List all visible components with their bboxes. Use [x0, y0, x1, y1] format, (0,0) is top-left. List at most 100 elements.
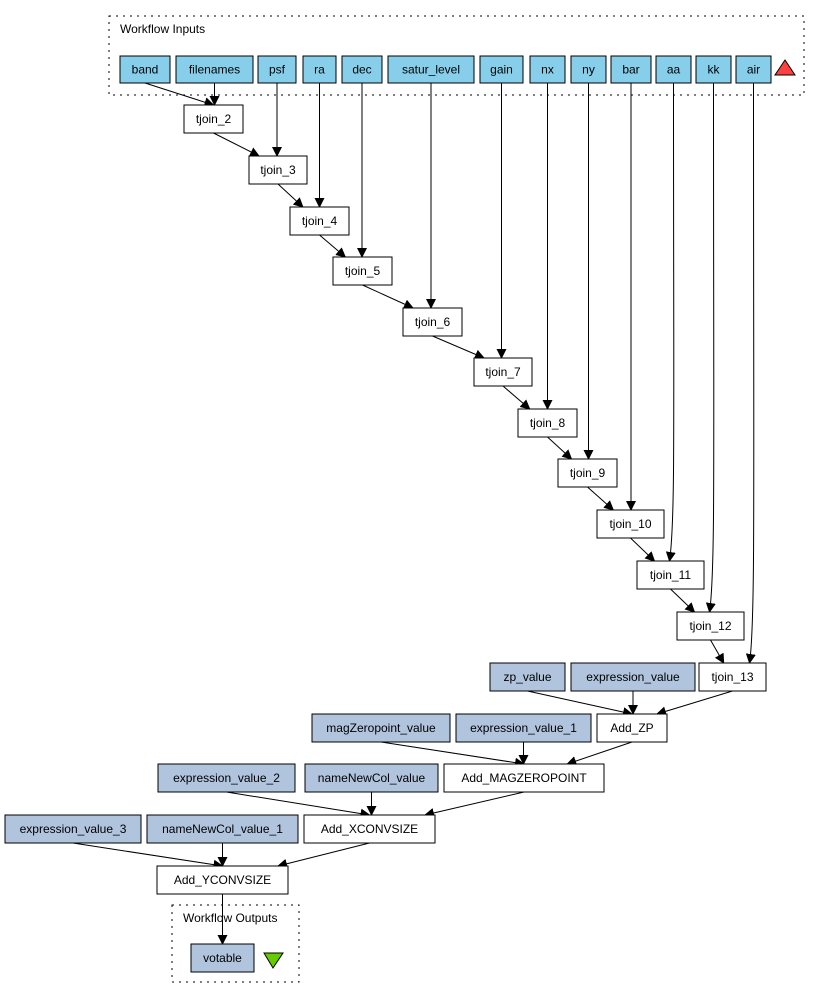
edge-tjoin_3-to-tjoin_4: [277, 183, 304, 208]
node-label: zp_value: [503, 670, 551, 684]
node-label: filenames: [189, 63, 240, 77]
inputs-cluster-label: Workflow Inputs: [120, 22, 205, 36]
node-tjoin-12[interactable]: tjoin_12: [676, 611, 745, 641]
edge-kk-to-tjoin_12: [705, 82, 716, 613]
node-box: [289, 206, 350, 236]
node-box: [489, 662, 566, 692]
node-label: satur_level: [402, 63, 460, 77]
node-box: [257, 55, 297, 84]
edge-Add_ZP-to-Add_MAGZEROPOINT: [566, 741, 633, 766]
node-box: [610, 55, 652, 84]
node-expression-value-2[interactable]: expression_value_2: [157, 763, 296, 793]
node-tjoin-5[interactable]: tjoin_5: [332, 256, 393, 286]
node-namenewcol-value-1[interactable]: nameNewCol_value_1: [146, 814, 299, 844]
edge-magZeropoint_value-to-Add_MAGZEROPOINT: [380, 741, 525, 768]
node-bar[interactable]: bar: [610, 55, 652, 84]
edge-expression_value_3-to-Add_YCONVSIZE: [72, 842, 224, 870]
node-label: nx: [541, 63, 554, 77]
node-kk[interactable]: kk: [695, 55, 732, 84]
node-label: votable: [203, 951, 242, 965]
node-box: [183, 104, 244, 134]
node-namenewcol-value[interactable]: nameNewCol_value: [304, 763, 439, 793]
node-add-yconvsize[interactable]: Add_YCONVSIZE: [156, 865, 289, 895]
node-expression-value[interactable]: expression_value: [570, 662, 696, 692]
node-expression-value-3[interactable]: expression_value_3: [4, 814, 142, 844]
node-box: [332, 256, 393, 286]
node-add-magzeropoint[interactable]: Add_MAGZEROPOINT: [443, 763, 605, 793]
node-label: ny: [582, 63, 595, 77]
node-ny[interactable]: ny: [570, 55, 607, 84]
node-box: [311, 713, 451, 743]
node-tjoin-11[interactable]: tjoin_11: [636, 560, 705, 590]
edge-tjoin_13-to-Add_ZP: [656, 690, 733, 717]
edge-tjoin_6-to-tjoin_7: [432, 335, 485, 360]
node-label: tjoin_13: [711, 670, 753, 684]
node-box: [157, 763, 296, 793]
node-label: aa: [667, 63, 681, 77]
node-label: tjoin_11: [650, 568, 691, 582]
node-add-xconvsize[interactable]: Add_XCONVSIZE: [303, 814, 436, 844]
node-tjoin-6[interactable]: tjoin_6: [402, 307, 463, 337]
node-satur-level[interactable]: satur_level: [387, 55, 475, 84]
node-psf[interactable]: psf: [257, 55, 297, 84]
node-filenames[interactable]: filenames: [175, 55, 254, 84]
node-magzeropoint-value[interactable]: magZeropoint_value: [311, 713, 451, 743]
node-box: [695, 55, 732, 84]
node-aa[interactable]: aa: [655, 55, 692, 84]
edge-aa-to-tjoin_11: [665, 82, 676, 562]
node-box: [119, 55, 171, 84]
edge-tjoin_10-to-tjoin_11: [630, 537, 656, 562]
node-box: [596, 713, 668, 743]
node-box: [387, 55, 475, 84]
inputs-cluster: Workflow Inputs: [108, 15, 805, 96]
node-label: Add_MAGZEROPOINT: [461, 771, 587, 785]
node-tjoin-13[interactable]: tjoin_13: [698, 662, 767, 692]
node-tjoin-7[interactable]: tjoin_7: [473, 357, 533, 387]
node-label: tjoin_6: [415, 315, 451, 329]
edge-tjoin_11-to-tjoin_12: [670, 588, 696, 613]
node-nx[interactable]: nx: [529, 55, 566, 84]
node-box: [303, 814, 436, 844]
node-tjoin-2[interactable]: tjoin_2: [183, 104, 244, 134]
outputs-cluster-label: Workflow Outputs: [183, 911, 277, 925]
node-box: [341, 55, 383, 84]
node-box: [557, 458, 618, 488]
node-box: [655, 55, 692, 84]
node-box: [517, 408, 578, 438]
edge-tjoin_8-to-tjoin_9: [547, 436, 573, 460]
node-add-zp[interactable]: Add_ZP: [596, 713, 668, 743]
node-expression-value-1[interactable]: expression_value_1: [455, 713, 592, 743]
node-box: [698, 662, 767, 692]
node-label: expression_value_3: [20, 822, 127, 836]
node-zp-value[interactable]: zp_value: [489, 662, 566, 692]
node-label: Add_YCONVSIZE: [174, 873, 271, 887]
edge-air-to-tjoin_13: [745, 82, 756, 664]
node-band[interactable]: band: [119, 55, 171, 84]
node-box: [248, 155, 308, 185]
node-label: dec: [352, 63, 371, 77]
node-box: [570, 55, 607, 84]
edge-tjoin_7-to-tjoin_8: [502, 385, 531, 410]
node-box: [570, 662, 696, 692]
node-air[interactable]: air: [735, 55, 772, 84]
node-ra[interactable]: ra: [302, 55, 337, 84]
node-label: nameNewCol_value: [318, 771, 426, 785]
node-tjoin-4[interactable]: tjoin_4: [289, 206, 350, 236]
node-label: bar: [622, 63, 639, 77]
node-label: nameNewCol_value_1: [162, 822, 283, 836]
node-votable[interactable]: votable: [190, 943, 255, 973]
edge-tjoin_4-to-tjoin_5: [319, 234, 347, 258]
node-tjoin-10[interactable]: tjoin_10: [596, 509, 665, 539]
node-label: air: [747, 63, 760, 77]
node-tjoin-9[interactable]: tjoin_9: [557, 458, 618, 488]
node-tjoin-8[interactable]: tjoin_8: [517, 408, 578, 438]
node-box: [735, 55, 772, 84]
node-dec[interactable]: dec: [341, 55, 383, 84]
node-box: [455, 713, 592, 743]
node-box: [596, 509, 665, 539]
node-tjoin-3[interactable]: tjoin_3: [248, 155, 308, 185]
edge-tjoin_12-to-tjoin_13: [710, 639, 725, 664]
node-gain[interactable]: gain: [479, 55, 524, 84]
edges: [72, 82, 756, 945]
node-box: [529, 55, 566, 84]
